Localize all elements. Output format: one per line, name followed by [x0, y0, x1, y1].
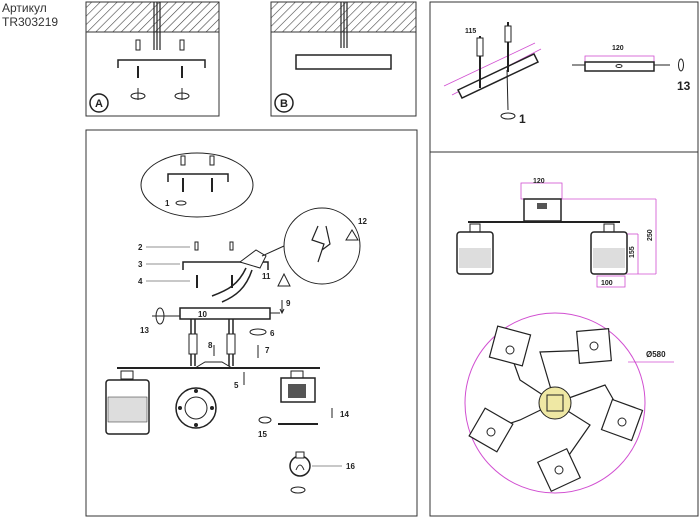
- svg-text:11: 11: [262, 272, 271, 281]
- panel-step-13: 120 13: [572, 45, 691, 93]
- svg-text:15: 15: [258, 430, 267, 439]
- article-title: Артикул TR303219: [2, 1, 58, 29]
- svg-text:16: 16: [346, 462, 355, 471]
- svg-text:14: 14: [340, 410, 349, 419]
- step-13-label: 13: [677, 79, 691, 93]
- panel-step-1: 115 1: [443, 22, 542, 126]
- dim-shade-h: 155: [629, 246, 636, 258]
- svg-text:6: 6: [270, 329, 275, 338]
- svg-text:7: 7: [265, 346, 270, 355]
- svg-text:13: 13: [140, 326, 149, 335]
- dim-diameter: Ø580: [646, 350, 666, 359]
- dim-115: 115: [465, 28, 476, 35]
- panel-b: B: [270, 1, 417, 117]
- dim-width: 120: [533, 178, 545, 185]
- svg-text:12: 12: [358, 217, 367, 226]
- panel-dimensions: 120 250 155 100 Ø580: [456, 178, 674, 494]
- step-1-label: 1: [519, 112, 526, 126]
- assembly-panel: 1 2 3 4 11 12 10 8 9: [85, 129, 418, 517]
- svg-text:4: 4: [138, 277, 143, 286]
- svg-text:9: 9: [286, 299, 291, 308]
- svg-text:10: 10: [198, 310, 207, 319]
- badge-a: [89, 93, 109, 113]
- svg-text:2: 2: [138, 243, 143, 252]
- dim-height: 250: [647, 229, 654, 241]
- svg-text:3: 3: [138, 260, 143, 269]
- dim-120-top: 120: [612, 45, 624, 52]
- dim-shade-w: 100: [601, 280, 613, 287]
- badge-b: [274, 93, 294, 113]
- svg-text:5: 5: [234, 381, 239, 390]
- svg-text:8: 8: [208, 341, 213, 350]
- panel-a: A: [85, 1, 220, 117]
- article-code: TR303219: [2, 15, 59, 29]
- badge-b-label: B: [280, 98, 288, 110]
- part-1: 1: [165, 199, 170, 208]
- badge-a-label: A: [95, 98, 103, 110]
- article-label: Артикул: [2, 1, 47, 15]
